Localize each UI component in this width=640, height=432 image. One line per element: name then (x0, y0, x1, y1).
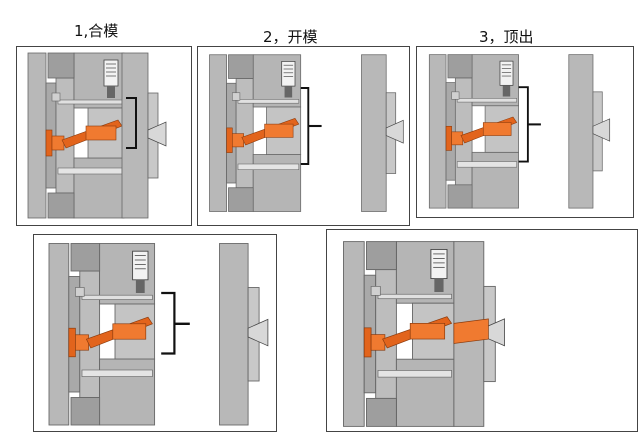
step-2-caption: 2，开模 (263, 28, 318, 46)
step-3-caption: 3，顶出 (479, 28, 534, 46)
diagram-step-5 (342, 241, 505, 427)
diagram-eject (428, 54, 611, 209)
diagram-mold-open (209, 54, 404, 212)
diagram-closed-mold (27, 52, 167, 219)
diagram-step-4 (48, 242, 269, 426)
step-1-caption: 1,合模 (74, 22, 119, 40)
